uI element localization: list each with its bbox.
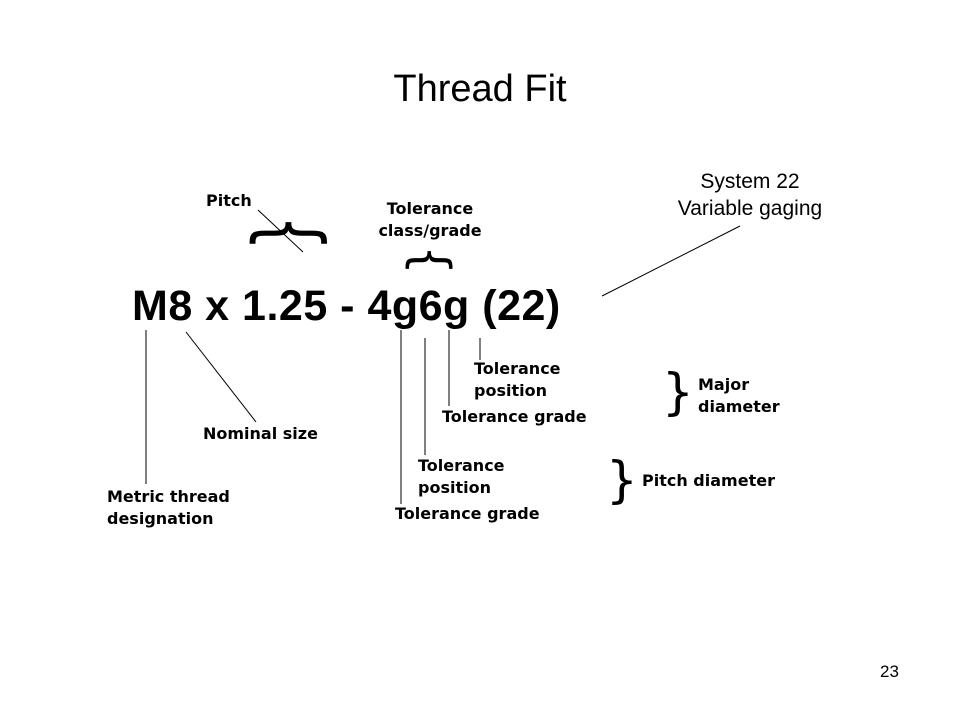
major-diameter-brace: } xyxy=(662,363,694,421)
system22-line2: Variable gaging xyxy=(677,197,823,220)
pitch-brace: { xyxy=(241,215,340,251)
major-diameter-line1: Major xyxy=(698,375,750,394)
major-diameter-label: Major diameter xyxy=(698,374,780,418)
tolerance-class-label: Tolerance class/grade xyxy=(364,198,496,242)
nominal-size-label: Nominal size xyxy=(203,424,318,443)
system22-leader xyxy=(601,225,741,297)
tolerance-brace: { xyxy=(401,245,462,275)
pitch-diameter-brace: } xyxy=(606,451,638,509)
pitch-leader xyxy=(257,209,304,253)
slide-title: Thread Fit xyxy=(393,68,567,110)
pitch-label: Pitch xyxy=(206,191,252,210)
nominal-size-leader xyxy=(185,331,257,423)
tol-grade-major-label: Tolerance grade xyxy=(442,407,587,426)
tol-position-pitch-label: Tolerance position xyxy=(418,455,505,499)
system22-label: System 22 Variable gaging xyxy=(660,168,840,222)
metric-line1: Metric thread xyxy=(107,487,230,506)
metric-line2: designation xyxy=(107,509,214,528)
tol-grade-pitch-label: Tolerance grade xyxy=(395,504,540,523)
tolerance-class-line2: class/grade xyxy=(378,221,482,240)
tol-position-pitch-line1: Tolerance xyxy=(418,456,505,475)
tol-position-pitch-line2: position xyxy=(418,478,491,497)
tol-position-major-line2: position xyxy=(474,381,547,400)
major-diameter-line2: diameter xyxy=(698,397,780,416)
tol-position-major-line1: Tolerance xyxy=(474,359,561,378)
page-number: 23 xyxy=(880,662,899,681)
metric-designation-label: Metric thread designation xyxy=(107,486,230,530)
system22-line1: System 22 xyxy=(700,170,800,193)
tol-position-major-label: Tolerance position xyxy=(474,358,561,402)
pitch-diameter-label: Pitch diameter xyxy=(642,471,775,490)
tolerance-class-line1: Tolerance xyxy=(386,199,474,218)
thread-designation: M8 x 1.25 - 4g6g (22) xyxy=(132,282,561,330)
